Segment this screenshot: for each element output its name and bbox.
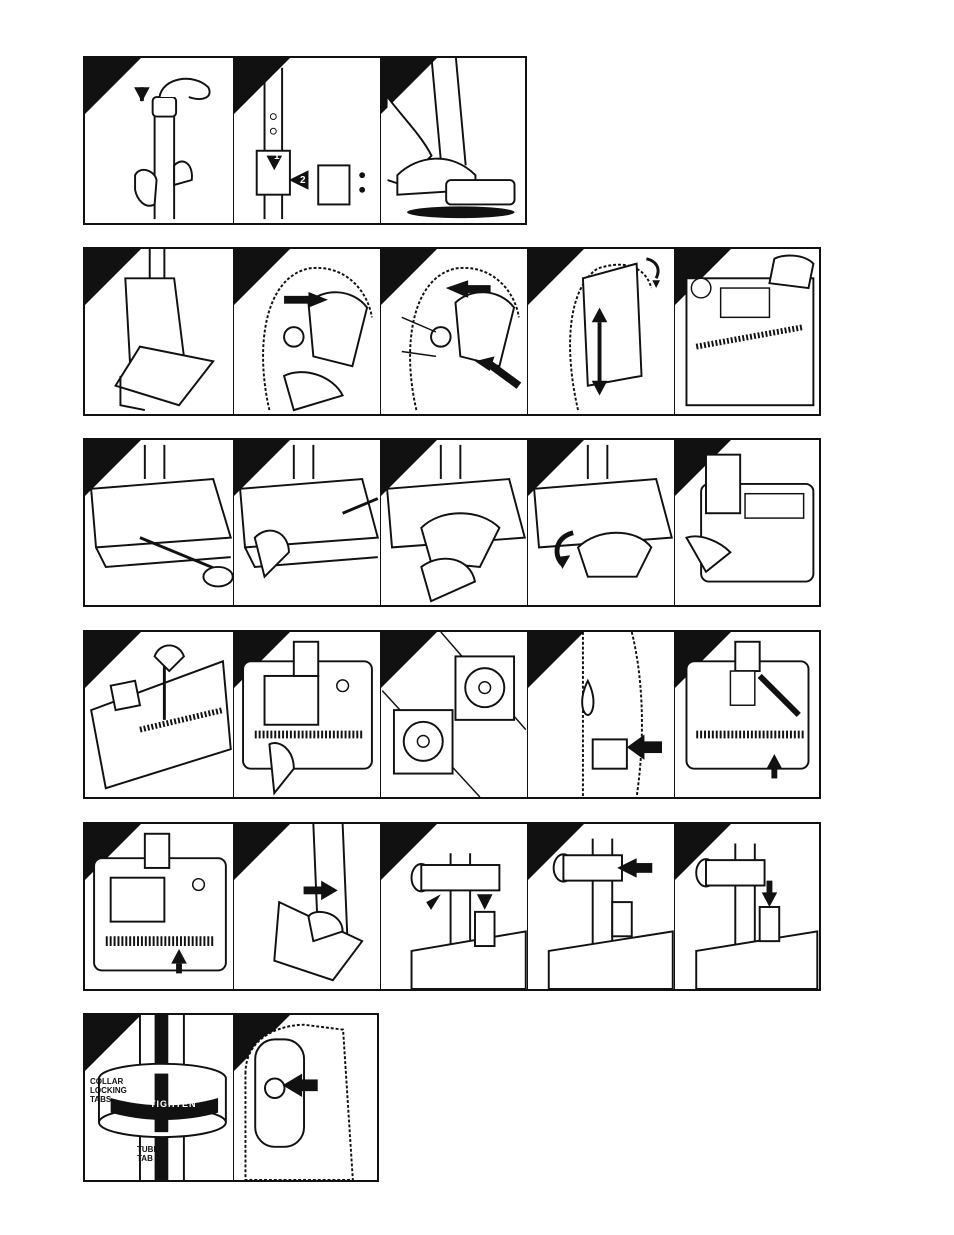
panel-lift-cover (234, 440, 381, 605)
bag-fold-illustration (528, 249, 674, 414)
collar-locking-tabs-label: COLLAR LOCKING TABS (90, 1077, 127, 1104)
attach-hose-illustration (234, 824, 380, 989)
belt-slot-illustration (528, 632, 674, 797)
panel-tube-lock (675, 824, 819, 989)
lift-cover-illustration (234, 440, 380, 605)
step-one-label: 1 (274, 152, 280, 161)
down-arrow-icon (762, 892, 778, 907)
instruction-row-1: 1 2 (83, 56, 527, 225)
instruction-row-4 (83, 630, 821, 799)
reassemble-plate-illustration (675, 440, 819, 605)
bracket-attach-illustration (234, 58, 380, 223)
panel-tube-insert (528, 824, 675, 989)
panel-bracket-attach: 1 2 (234, 58, 381, 223)
instruction-row-3 (83, 438, 821, 607)
left-arrow-icon (446, 280, 468, 298)
foot-pedal-illustration (381, 58, 525, 223)
instruction-row-6: TIGHTEN COLLAR LOCKING TABS TUBE TAB (83, 1013, 379, 1182)
tube-tab-label: TUBE TAB (137, 1145, 159, 1163)
panel-hose-connector (381, 824, 528, 989)
tube-lock-illustration (675, 824, 819, 989)
tube-insert-illustration (528, 824, 674, 989)
down-arrow-icon (477, 894, 493, 910)
panel-attach-hose (234, 824, 381, 989)
panel-bag-insert (381, 249, 528, 414)
panel-bottom-plate (675, 249, 819, 414)
rotate-arrow-icon (652, 280, 660, 288)
panel-bag-fold (528, 249, 675, 414)
up-right-arrow-icon (426, 894, 441, 910)
bag-port-illustration (234, 1015, 377, 1180)
motor-belt-illustration (85, 824, 233, 989)
bag-housing-illustration (85, 249, 233, 414)
left-arrow-icon (627, 735, 645, 760)
panel-handle-release (85, 58, 234, 223)
hose-connector-illustration (381, 824, 527, 989)
instruction-row-5 (83, 822, 821, 991)
end-caps-illustration (381, 632, 527, 797)
panel-bag-housing (85, 249, 234, 414)
right-arrow-icon (321, 881, 338, 901)
install-belt-illustration (675, 632, 819, 797)
bag-insert-illustration (381, 249, 527, 414)
lift-brushroll-illustration (234, 632, 380, 797)
panel-bag-port (234, 1015, 377, 1180)
bottom-plate-illustration (675, 249, 819, 414)
screwdriver-latch-illustration (85, 440, 233, 605)
panel-screwdriver-latch (85, 440, 234, 605)
panel-release-clip (381, 440, 528, 605)
remove-screw-illustration (85, 632, 233, 797)
panel-motor-belt (85, 824, 234, 989)
panel-install-belt (675, 632, 819, 797)
panel-bag-remove (234, 249, 381, 414)
panel-reassemble-plate (675, 440, 819, 605)
panel-lift-brushroll (234, 632, 381, 797)
instruction-row-2 (83, 247, 821, 416)
rotate-clip-illustration (528, 440, 674, 605)
panel-remove-screw (85, 632, 234, 797)
handle-release-illustration (85, 58, 233, 223)
panel-collar-tighten: TIGHTEN COLLAR LOCKING TABS TUBE TAB (85, 1015, 234, 1180)
tighten-label: TIGHTEN (150, 1099, 197, 1109)
step-two-label: 2 (300, 176, 306, 185)
bag-remove-illustration (234, 249, 380, 414)
panel-belt-slot (528, 632, 675, 797)
panel-foot-pedal (381, 58, 525, 223)
panel-end-caps (381, 632, 528, 797)
panel-rotate-clip (528, 440, 675, 605)
release-clip-illustration (381, 440, 527, 605)
